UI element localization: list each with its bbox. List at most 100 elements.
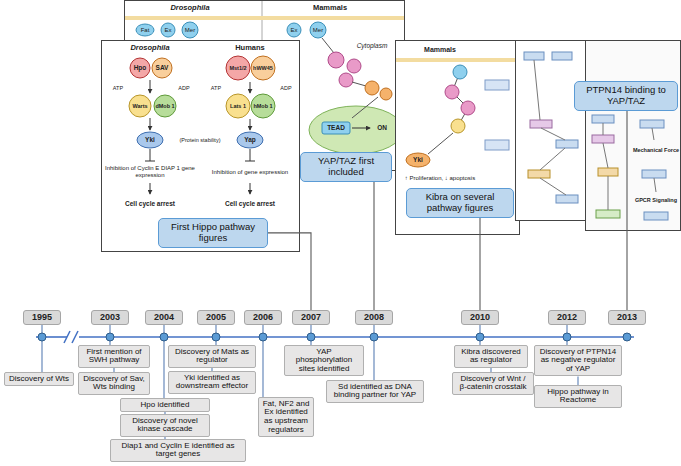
figure-label: Drosophila xyxy=(170,4,209,12)
pathway-thumbnail xyxy=(451,119,465,133)
pathway-thumbnail xyxy=(250,82,251,93)
year-box: 2004 xyxy=(145,310,183,325)
pathway-thumbnail xyxy=(603,143,608,168)
figure-label: Warts xyxy=(132,103,147,109)
timeline-connector xyxy=(41,325,42,372)
node-text: 2004 xyxy=(148,312,180,323)
figure-label: Yki xyxy=(145,136,155,143)
milestone-callout: YAP/TAZ first included xyxy=(300,152,392,182)
pathway-thumbnail xyxy=(428,133,453,154)
figure-label: Cell cycle arrest xyxy=(225,200,275,207)
node-text: 2012 xyxy=(551,312,583,323)
pathway-thumbnail xyxy=(445,85,459,99)
pathway-thumbnail xyxy=(250,183,251,194)
callout-leader xyxy=(479,218,480,310)
figure-label: Mer xyxy=(313,27,323,34)
pathway-thumbnail xyxy=(406,153,430,167)
pathway-thumbnail xyxy=(592,115,614,123)
node-text: 2013 xyxy=(611,312,643,323)
pathway-thumbnail xyxy=(396,41,520,235)
pathway-thumbnail xyxy=(453,65,467,79)
node-text: 1995 xyxy=(26,312,58,323)
node-text: Discovery of Wnt / β-catenin crosstalk xyxy=(456,375,530,393)
pathway-thumbnail xyxy=(396,58,519,62)
pathway-thumbnail xyxy=(287,23,301,37)
figure-label: hMob 1 xyxy=(253,103,272,109)
event-box: Hippo pathway in Reactome xyxy=(534,385,622,408)
pathway-thumbnail xyxy=(352,128,370,129)
figure-label: Yap xyxy=(244,136,256,143)
year-box: 2008 xyxy=(355,310,393,325)
pathway-thumbnail xyxy=(540,148,565,170)
timeline-dot xyxy=(38,333,631,341)
pathway-thumbnail xyxy=(556,140,578,148)
timeline-line xyxy=(64,331,70,343)
node-text: 2010 xyxy=(464,312,496,323)
pathway-thumbnail xyxy=(352,97,378,118)
pathway-thumbnail xyxy=(598,168,618,176)
event-box: Kibra discovered as regulator xyxy=(454,345,528,368)
node-text: First mention of SWH pathway xyxy=(82,348,146,366)
pathway-thumbnail xyxy=(129,95,151,117)
pathway-thumbnail xyxy=(182,22,198,38)
callout-leader xyxy=(373,182,374,310)
figure-label: dMob 1 xyxy=(155,103,174,109)
figure-label: Mst1/2 xyxy=(229,65,246,71)
figure-label: Drosophila xyxy=(130,44,169,52)
node-text: Hippo pathway in Reactome xyxy=(538,388,618,406)
pathway-thumbnail xyxy=(309,106,403,154)
figure-label: ATP xyxy=(113,85,123,91)
pathway-thumbnail xyxy=(603,123,604,135)
timeline-dot xyxy=(563,333,571,341)
pathway-thumbnail xyxy=(365,81,379,95)
figure-label: hWW45 xyxy=(253,65,273,71)
pathway-thumbnail xyxy=(352,82,366,86)
pathway-thumbnail xyxy=(347,59,361,73)
pathway-thumbnail xyxy=(237,132,263,148)
node-text: Kibra on several pathway figures xyxy=(412,192,508,214)
pathway-thumbnail xyxy=(556,195,578,203)
pathway-thumbnail xyxy=(250,119,251,130)
figure-label: SAV xyxy=(156,64,169,71)
pathway-thumbnail xyxy=(642,170,666,178)
event-box: YAP phosphorylation sites identified xyxy=(284,345,364,376)
figure-label: Cytoplasm xyxy=(357,42,388,49)
pathway-thumbnail xyxy=(654,178,656,192)
year-box: 1995 xyxy=(23,310,61,325)
event-box: Hpo identified xyxy=(120,398,210,412)
timeline-dot xyxy=(307,333,315,341)
event-box: Yki identified as downstream effector xyxy=(168,371,256,394)
pathway-thumbnail xyxy=(152,58,172,78)
pathway-thumbnail xyxy=(145,161,155,162)
pathway-thumbnail xyxy=(530,120,552,128)
figure-label: Ex xyxy=(164,27,171,34)
milestone-callout: PTPN14 binding to YAP/TAZ xyxy=(574,81,678,111)
figure-label: Mer xyxy=(185,27,195,34)
pathway-thumbnail xyxy=(310,22,326,38)
node-text: First Hippo pathway figures xyxy=(164,222,262,244)
pathway-thumbnail xyxy=(150,149,151,161)
pathway-thumbnail xyxy=(534,60,540,120)
pathway-thumbnail xyxy=(136,24,154,36)
pathway-thumbnail xyxy=(640,120,664,128)
figure-label: Mechanical Force xyxy=(633,147,679,153)
event-box: Fat, NF2 and Ex identified as upstream r… xyxy=(258,397,314,437)
year-box: 2007 xyxy=(292,310,330,325)
pathway-thumbnail xyxy=(154,95,176,117)
node-text: 2003 xyxy=(94,312,126,323)
pathway-thumbnail xyxy=(586,41,681,231)
pathway-thumbnail xyxy=(102,41,300,252)
figure-label: ↑ Proliferation, ↓ apoptosis xyxy=(405,175,475,182)
figure-label: ADP xyxy=(280,85,291,91)
pathway-thumbnail xyxy=(461,101,475,115)
pathway-thumbnail xyxy=(652,128,654,140)
pathway-thumbnail xyxy=(150,118,151,130)
pathway-thumbnail xyxy=(339,73,353,87)
timeline-dot xyxy=(370,333,378,341)
figure-label: GPCR Signaling xyxy=(635,197,677,203)
figure-label: Cell cycle arrest xyxy=(125,200,175,207)
figure-label: Mammals xyxy=(424,46,456,54)
pathway-thumbnail xyxy=(586,41,681,231)
year-box: 2003 xyxy=(91,310,129,325)
figure-label: Fat xyxy=(141,27,150,34)
